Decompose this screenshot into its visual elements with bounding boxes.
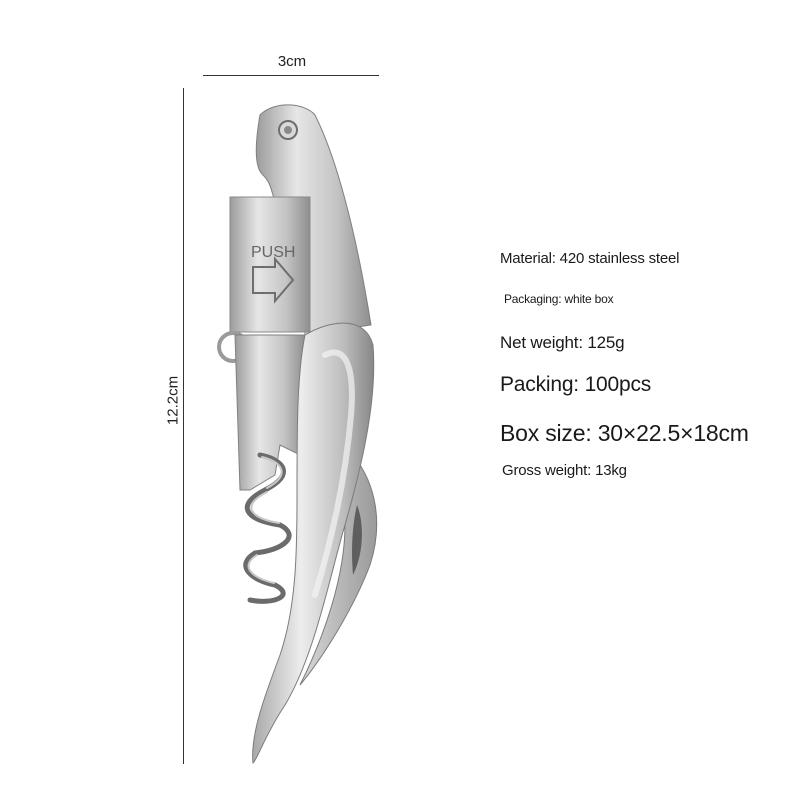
lever-top xyxy=(255,104,372,336)
spec-box-size: Box size: 30×22.5×18cm xyxy=(500,420,749,446)
spec-gross-weight: Gross weight: 13kg xyxy=(502,462,627,479)
corkscrew-illustration: PUSH xyxy=(217,104,378,764)
dimension-height-line xyxy=(183,88,184,764)
push-arrow-icon xyxy=(252,256,295,304)
lever-arm xyxy=(234,334,306,491)
push-plate xyxy=(229,196,311,333)
blade-slot xyxy=(352,505,362,575)
dimension-width-label: 3cm xyxy=(277,53,307,70)
spec-packing: Packing: 100pcs xyxy=(500,373,652,396)
spec-material: Material: 420 stainless steel xyxy=(500,250,680,267)
corkscrew-product-image: PUSH xyxy=(205,95,395,780)
dimension-width-line xyxy=(203,75,379,76)
spiral-worm xyxy=(243,452,292,604)
spec-packaging: Packaging: white box xyxy=(504,292,614,306)
push-text: PUSH xyxy=(251,244,295,261)
dimension-height-label: 12.2cm xyxy=(164,375,182,426)
handle-body xyxy=(252,322,375,764)
spec-net-weight: Net weight: 125g xyxy=(500,333,625,352)
